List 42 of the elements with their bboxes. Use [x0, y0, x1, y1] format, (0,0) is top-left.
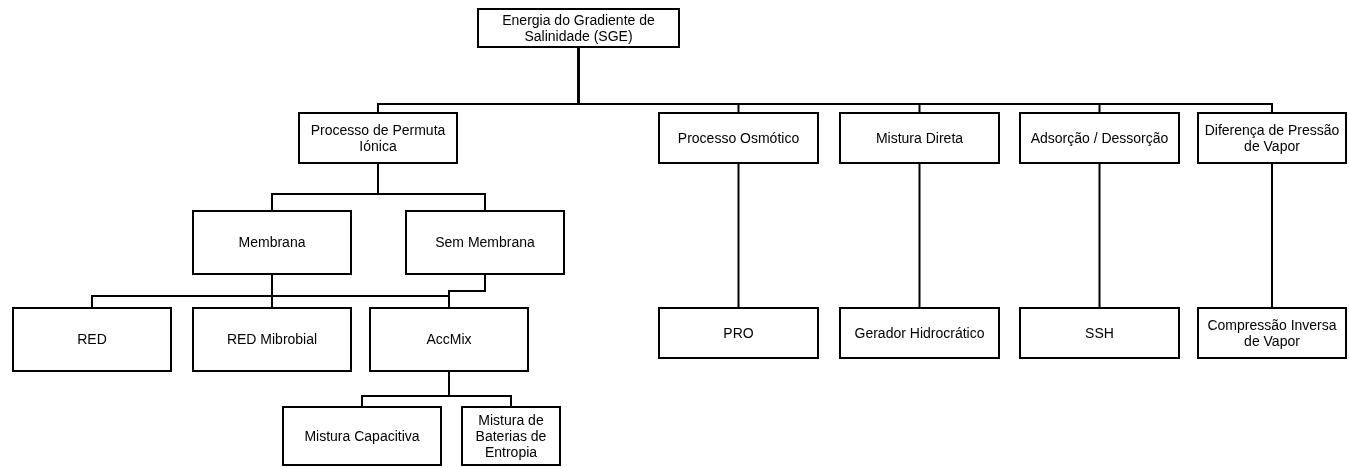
connector-line [377, 163, 486, 211]
box-label: SSH [1085, 324, 1114, 342]
box-label: Processo Osmótico [677, 129, 800, 147]
category-box [461, 406, 561, 466]
category-box [1197, 112, 1347, 164]
category-box [1019, 112, 1180, 164]
connector-line [448, 371, 512, 407]
connector-line [577, 47, 1273, 113]
box-label: Membrana [238, 234, 306, 251]
box-label: Gerador Hidrocrático [854, 324, 985, 342]
box-label: Mistura Direta [875, 129, 964, 147]
connector-line [737, 163, 740, 308]
category-box [405, 210, 565, 275]
connector-line [1271, 163, 1273, 308]
connector-line [918, 163, 921, 308]
box-label: Diferença de Pressão de Vapor [1203, 121, 1341, 155]
category-box [1019, 307, 1180, 359]
category-box [839, 307, 1000, 359]
category-box [658, 307, 819, 359]
category-box [369, 307, 529, 372]
box-label: Adsorção / Dessorção [1030, 129, 1169, 147]
category-box [282, 406, 442, 466]
box-label: PRO [723, 324, 754, 342]
category-box [658, 112, 819, 164]
box-label: Mistura Capacitiva [304, 427, 420, 445]
category-box [298, 112, 458, 164]
connector-line [1098, 163, 1101, 308]
box-label: AccMix [426, 331, 472, 348]
box-label: RED Mibrobial [226, 331, 318, 348]
category-box [839, 112, 1000, 164]
category-box [477, 8, 680, 48]
category-box [192, 210, 352, 275]
connector-line [448, 274, 486, 308]
box-label: Sem Membrana [435, 234, 535, 251]
box-label: Mistura de Baterias de Entropia [474, 411, 548, 461]
category-box [1197, 307, 1347, 359]
box-label: Energia do Gradiente de Salinidade (SGE) [501, 11, 656, 45]
category-box [12, 307, 172, 372]
category-box [192, 307, 352, 372]
box-label: Processo de Permuta Iónica [309, 121, 447, 155]
box-label: Compressão Inversa de Vapor [1206, 316, 1338, 350]
box-label: RED [77, 331, 107, 348]
